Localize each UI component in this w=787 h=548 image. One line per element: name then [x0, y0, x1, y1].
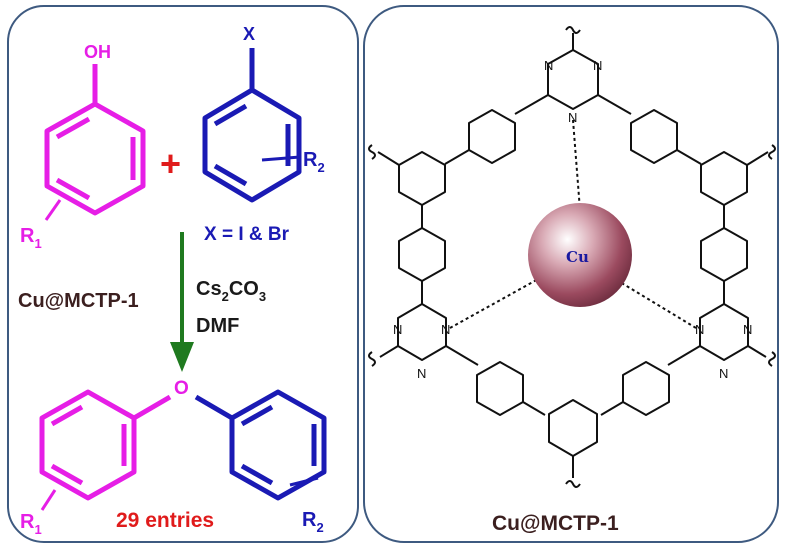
n-atom: N [417, 366, 426, 381]
product-left-ring [39, 389, 172, 511]
framework-caption: Cu@MCTP-1 [492, 512, 619, 535]
entries-label: 29 entries [116, 509, 214, 532]
n-atom: N [743, 322, 752, 337]
aryl-halide-ring [202, 48, 302, 203]
ether-oxygen: O [174, 378, 189, 399]
reaction-arrow-head [170, 342, 194, 372]
plus-sign: + [160, 143, 181, 184]
triazine-left [397, 303, 447, 361]
n-atom: N [441, 322, 450, 337]
product-r1-label: R1 [20, 511, 42, 537]
mctp-framework [368, 26, 776, 488]
n-atom: N [393, 322, 402, 337]
n-atom: N [568, 110, 577, 125]
halide-condition: X = I & Br [204, 224, 290, 245]
left-panel-frame [7, 5, 359, 543]
triazine-top [547, 49, 599, 110]
n-atom: N [695, 322, 704, 337]
solvent-label: DMF [196, 315, 239, 337]
halide-x-label: X [243, 24, 255, 44]
triazine-right [699, 303, 749, 361]
nitrogen-labels: N N N N N N N N N [393, 58, 752, 381]
phenol-oh-label: OH [84, 42, 111, 62]
n-atom: N [719, 366, 728, 381]
copper-sphere [528, 203, 632, 307]
product-r2-label: R2 [302, 509, 324, 535]
right-panel-frame [363, 5, 779, 543]
base-label: Cs2CO3 [196, 278, 266, 304]
copper-label: Cu [566, 248, 589, 266]
product-right-ring [194, 389, 327, 501]
halide-r2-label: R2 [303, 149, 325, 175]
catalyst-label: Cu@MCTP-1 [18, 290, 139, 312]
n-atom: N [593, 58, 602, 73]
n-atom: N [544, 58, 553, 73]
phenol-r1-label: R1 [20, 225, 42, 251]
phenol-ring [44, 64, 146, 221]
